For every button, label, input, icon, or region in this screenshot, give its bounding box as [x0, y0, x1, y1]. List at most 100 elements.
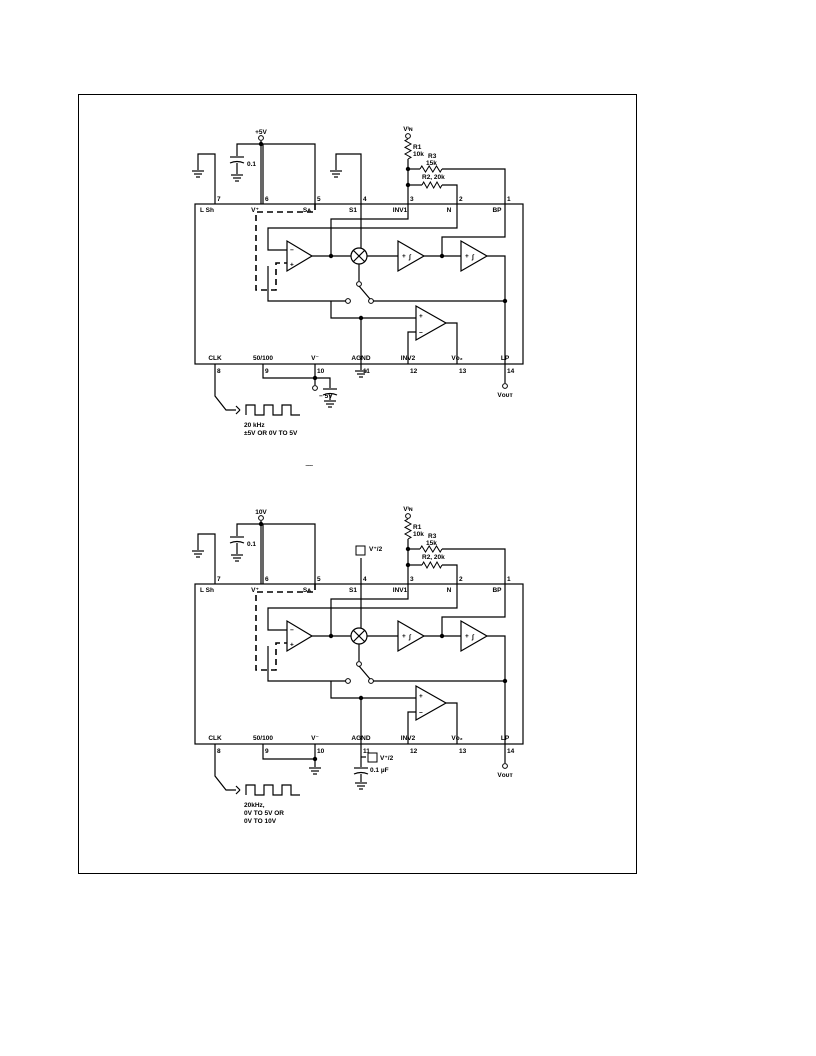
r1-name: R1 [413, 524, 422, 531]
top-pin-5: 5Sᴀ [303, 196, 321, 214]
pin-number: 10 [317, 368, 325, 375]
switch-arm [358, 665, 371, 680]
wire [442, 168, 506, 204]
wire [236, 143, 261, 156]
clock-spec-line: 0V TO 5V OR [244, 810, 284, 817]
wire [197, 533, 216, 584]
junction-dot [502, 298, 508, 304]
pin-name: Sᴀ [303, 207, 311, 214]
minus-input-sign: − [419, 330, 423, 337]
plus-input-sign: + [290, 641, 294, 648]
ic-body [194, 583, 524, 745]
plus-sign: + [402, 253, 406, 260]
vout-terminal [502, 383, 508, 389]
cap-plate-curved [322, 392, 338, 396]
switch-contact-b [368, 298, 374, 304]
top-pin-7: 7L Sh [200, 196, 221, 214]
supply-terminal [258, 135, 264, 141]
pin-name: CLK [208, 735, 222, 742]
amplifier-triangle [415, 684, 448, 722]
ground-symbol [231, 554, 243, 562]
integral-sign: ∫ [408, 634, 412, 641]
junction-dot [358, 315, 364, 321]
clock-square-wave [245, 404, 300, 416]
supply-label: +5V [255, 129, 267, 136]
switch-contact-a [345, 678, 351, 684]
top-pin-4: 4S1 [349, 576, 367, 594]
integral-sign: ∫ [471, 634, 475, 641]
pin-number: 11 [363, 748, 370, 755]
output-opamp: −+ [415, 304, 448, 342]
supply-decoupling-cap [229, 536, 245, 544]
top-pin-5: 5Sᴀ [303, 576, 321, 594]
wire [442, 184, 458, 204]
clock-arrow [235, 409, 241, 415]
switch-arm [358, 285, 371, 300]
pin-number: 9 [265, 748, 269, 755]
wire [446, 322, 458, 364]
separator-mark: ‾‾‾ [305, 464, 313, 472]
integrator-2: +∫ [460, 239, 489, 273]
amplifier-triangle [415, 304, 448, 342]
amplifier-triangle [286, 619, 314, 653]
top-pin-2: 2N [447, 576, 463, 594]
top-pin-1: 1BP [492, 576, 511, 594]
wire [441, 584, 506, 636]
agnd-reference-box [367, 752, 378, 763]
switch-pole [356, 281, 362, 287]
pin-number: 1 [507, 196, 511, 203]
pin-name: L Sh [200, 587, 214, 594]
clock-arrow [235, 405, 241, 411]
wire [267, 204, 458, 251]
integral-sign: ∫ [471, 254, 475, 261]
pin-name: BP [492, 587, 502, 594]
plus-sign: + [465, 253, 469, 260]
wire [330, 204, 409, 256]
summer-cross [352, 629, 366, 643]
ground-symbol [231, 174, 243, 182]
pin-number: 3 [410, 576, 414, 583]
pin-name: S1 [349, 207, 357, 214]
clock-spec-line: 0V TO 10V [244, 818, 277, 825]
vout-label: Vᴏᴜᴛ [497, 772, 512, 779]
resistor-r2 [421, 560, 443, 570]
pin-number: 8 [217, 368, 221, 375]
minus-input-sign: − [290, 247, 294, 254]
r3-value: 15k [426, 540, 437, 547]
ground-symbol [309, 767, 321, 775]
wire [407, 331, 416, 364]
vin-label: Vᴵɴ [403, 506, 413, 513]
ground-symbol [355, 782, 367, 790]
wire [197, 153, 216, 204]
integrator-2: +∫ [460, 619, 489, 653]
wire [446, 702, 458, 744]
pin-number: 5 [317, 196, 321, 203]
plus-input-sign: + [290, 261, 294, 268]
top-pin-2: 2N [447, 196, 463, 214]
pin-name: INV1 [393, 587, 408, 594]
minus-input-sign: − [290, 627, 294, 634]
integrator-1: +∫ [397, 619, 426, 653]
clock-arrow [235, 789, 241, 795]
figure-frame [78, 94, 637, 874]
pin-number: 9 [265, 368, 269, 375]
reference-box [355, 545, 366, 556]
wire [236, 523, 261, 536]
cap-plate-curved [229, 160, 245, 164]
cap-plate-curved [229, 540, 245, 544]
wire [442, 548, 506, 584]
resistor-r1 [403, 138, 413, 160]
pin-number: 13 [459, 748, 467, 755]
pin-number: 5 [317, 576, 321, 583]
pin-number: 14 [507, 368, 515, 375]
ground-symbol [355, 370, 367, 378]
neg-supply-cap [322, 388, 338, 396]
plus-input-sign: + [419, 313, 423, 320]
vout-terminal [502, 763, 508, 769]
clock-spec-line: 20kHz, [244, 802, 265, 809]
r2-label: R2, 20k [422, 554, 445, 561]
